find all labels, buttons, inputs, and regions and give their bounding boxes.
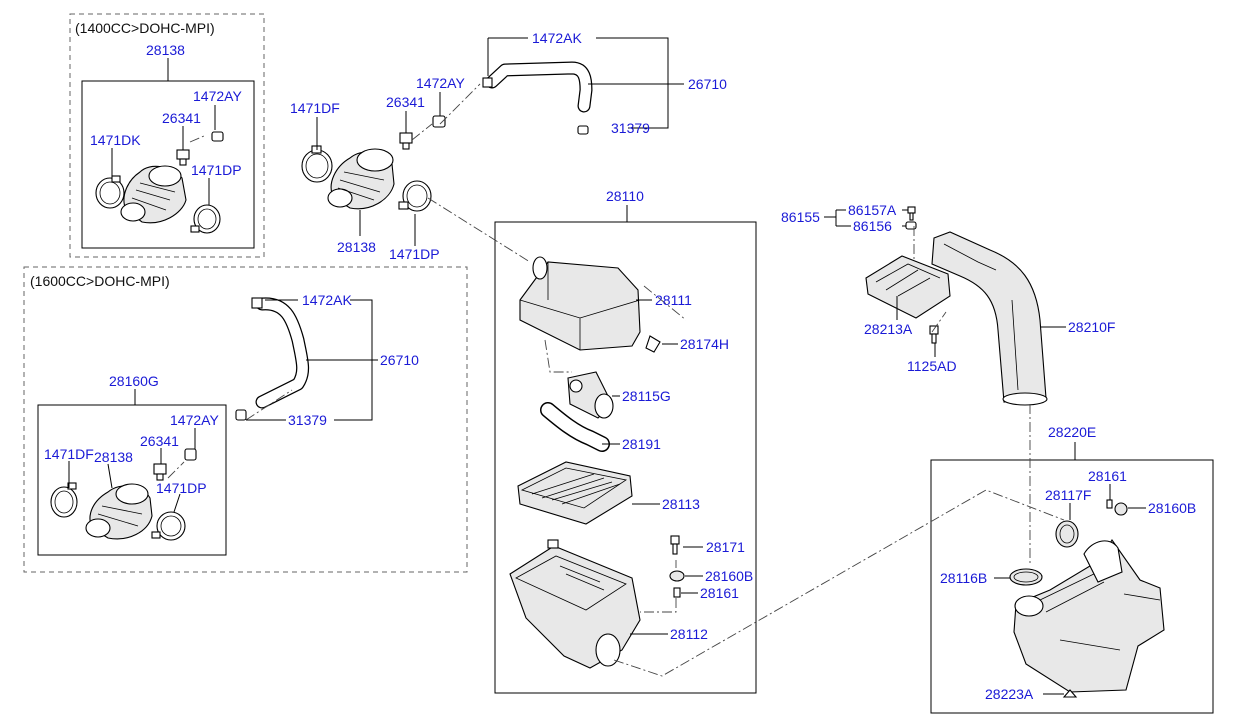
label-1471DF-b[interactable]: 1471DF [44, 446, 94, 462]
clamp-1471DP-b-drawing [398, 180, 432, 212]
intake-duct-28210F-drawing [931, 231, 1048, 406]
label-1471DP-a[interactable]: 1471DP [191, 162, 242, 178]
hose-assembly-28138-drawing [327, 148, 395, 210]
label-86155[interactable]: 86155 [781, 209, 820, 225]
label-28160B-b[interactable]: 28160B [1148, 500, 1196, 516]
label-28113[interactable]: 28113 [662, 496, 700, 512]
label-28117F[interactable]: 28117F [1045, 487, 1091, 503]
label-1472AY-b[interactable]: 1472AY [416, 75, 465, 91]
clamp-1471DK-drawing [95, 175, 125, 209]
seal-ring-28116B-drawing [1009, 568, 1043, 586]
label-1472AY-c[interactable]: 1472AY [170, 412, 219, 428]
pin-28161-a-drawing [673, 587, 681, 598]
label-28174H[interactable]: 28174H [680, 336, 729, 352]
label-28160G[interactable]: 28160G [109, 373, 159, 389]
label-28116B[interactable]: 28116B [940, 570, 987, 586]
clip-1472AY-a-drawing [211, 131, 224, 142]
air-cleaner-assembly-box [494, 221, 757, 694]
breather-hose-26710-a-drawing [482, 61, 593, 113]
label-28191[interactable]: 28191 [622, 436, 661, 452]
pin-28161-b-drawing [1106, 499, 1113, 509]
clip-1472AY-c-drawing [184, 448, 197, 461]
label-1471DP-c[interactable]: 1471DP [156, 480, 207, 496]
label-1472AK-b[interactable]: 1472AK [302, 292, 352, 308]
label-28171[interactable]: 28171 [706, 539, 745, 555]
breather-hose-26710-b-drawing [251, 297, 310, 409]
label-28138-top[interactable]: 28138 [146, 42, 185, 58]
air-cleaner-body-28112-drawing [509, 539, 641, 669]
sensor-26341-a-drawing [176, 149, 190, 166]
label-28213A[interactable]: 28213A [864, 321, 913, 337]
label-86157A[interactable]: 86157A [848, 202, 897, 218]
label-1471DF-a[interactable]: 1471DF [290, 100, 340, 116]
clamp-1471DP-a-drawing [190, 204, 221, 234]
bolt-1125AD-drawing [929, 325, 939, 344]
sensor-26341-b-drawing [399, 132, 413, 150]
label-1471DP-b[interactable]: 1471DP [389, 246, 440, 262]
label-28223A[interactable]: 28223A [985, 686, 1034, 702]
label-1472AK-a[interactable]: 1472AK [532, 30, 582, 46]
label-31379-a[interactable]: 31379 [611, 120, 650, 136]
label-26341-c[interactable]: 26341 [140, 433, 179, 449]
label-28161-b[interactable]: 28161 [1088, 468, 1127, 484]
clamp-1471DF-a-drawing [301, 145, 333, 183]
label-28161-a[interactable]: 28161 [700, 585, 739, 601]
label-28115G[interactable]: 28115G [622, 388, 671, 404]
fastener-28223A-drawing [1062, 689, 1078, 698]
hose-assembly-28160G-drawing [85, 483, 153, 540]
clip-31379-b-drawing [235, 409, 247, 421]
bolt-86157A-drawing [907, 206, 916, 221]
label-28138-mid[interactable]: 28138 [337, 239, 376, 255]
clip-1472AY-b-drawing [432, 115, 446, 128]
label-1471DK[interactable]: 1471DK [90, 132, 141, 148]
label-26341-b[interactable]: 26341 [386, 94, 425, 110]
section-1400cc-title: (1400CC>DOHC-MPI) [75, 20, 215, 36]
grommet-28160B-a-drawing [669, 570, 685, 582]
label-86156[interactable]: 86156 [853, 218, 892, 234]
label-26341-a[interactable]: 26341 [162, 110, 201, 126]
resonator-28220E-drawing [1013, 538, 1165, 693]
label-28220E[interactable]: 28220E [1048, 424, 1096, 440]
label-1125AD[interactable]: 1125AD [907, 358, 957, 374]
section-1400cc-frame [69, 13, 265, 258]
label-28210F[interactable]: 28210F [1068, 319, 1115, 335]
clamp-1471DF-b-drawing [50, 482, 78, 518]
grommet-28160B-b-drawing [1114, 502, 1128, 516]
nut-86156-drawing [905, 221, 917, 230]
label-28111[interactable]: 28111 [655, 292, 692, 308]
leader-lines [68, 37, 1146, 695]
bolt-28171-drawing [670, 535, 680, 555]
resonator-assembly-box [930, 459, 1214, 714]
label-28160B-a[interactable]: 28160B [705, 568, 753, 584]
clip-28174H-drawing [645, 335, 661, 353]
part-labels: 28138 1472AY 26341 1471DK 1471DP 1471DF … [44, 30, 1196, 702]
label-28110[interactable]: 28110 [606, 188, 644, 204]
air-filter-element-28113-drawing [517, 461, 633, 525]
hose-assembly-1400-drawing [120, 165, 187, 224]
duct-28191-drawing [540, 402, 610, 452]
air-flow-sensor-housing-28115G-drawing [567, 371, 614, 419]
label-1472AY-a[interactable]: 1472AY [193, 88, 242, 104]
clip-31379-a-drawing [577, 125, 589, 135]
sensor-26341-c-drawing [153, 463, 167, 481]
label-26710-a[interactable]: 26710 [688, 76, 727, 92]
label-31379-b[interactable]: 31379 [288, 412, 327, 428]
section-1600cc-title: (1600CC>DOHC-MPI) [30, 273, 170, 289]
label-28138-low[interactable]: 28138 [94, 449, 133, 465]
section-1600cc-frame [23, 266, 468, 573]
bracket-28213A-drawing [865, 255, 951, 319]
air-cleaner-cover-28111-drawing [519, 256, 641, 351]
group-28160G-box [37, 404, 227, 556]
label-28112[interactable]: 28112 [670, 626, 708, 642]
connection-lines [167, 83, 1065, 677]
clamp-1471DP-c-drawing [151, 511, 186, 541]
label-26710-b[interactable]: 26710 [380, 352, 419, 368]
seal-ring-28117F-drawing [1055, 520, 1079, 548]
